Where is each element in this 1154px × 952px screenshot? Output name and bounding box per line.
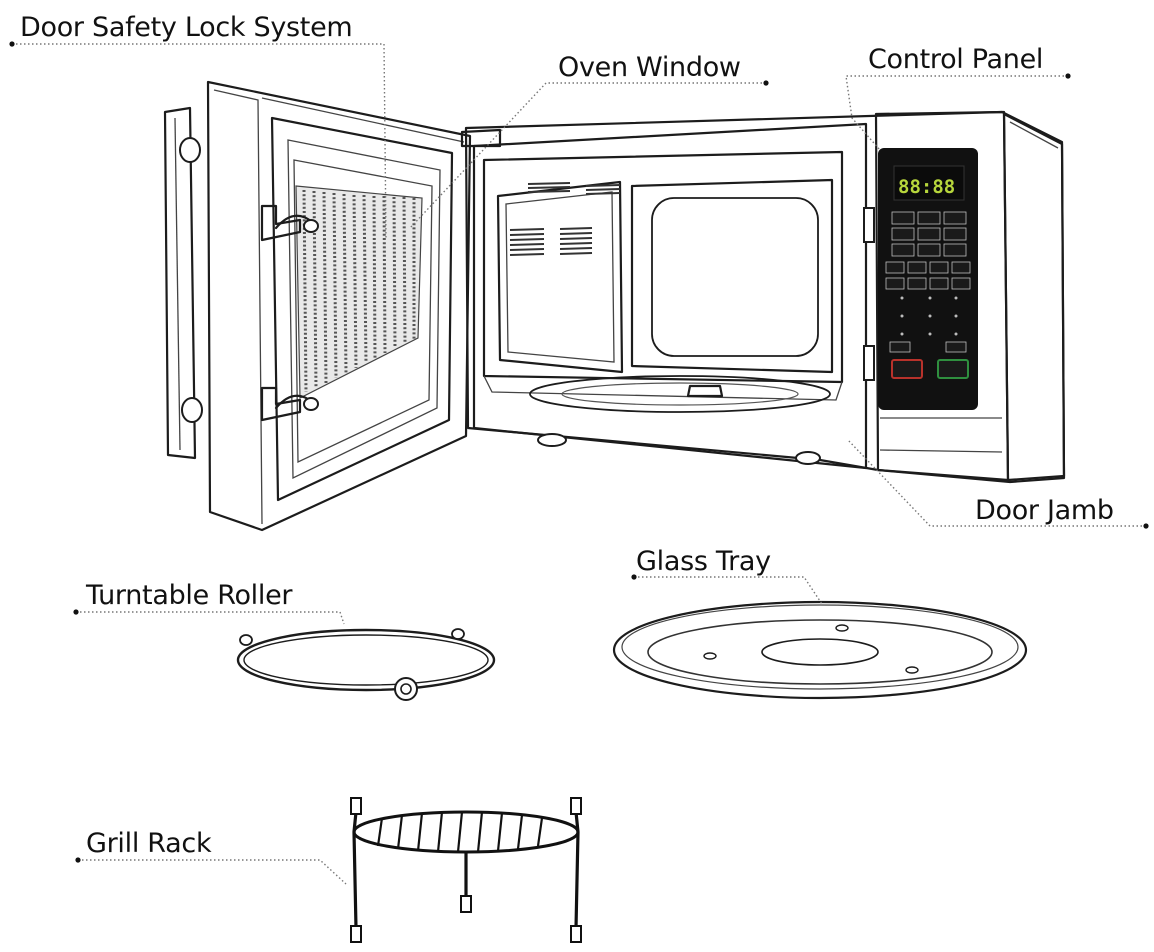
control-panel-housing: [874, 110, 1010, 482]
label-door-safety-lock-system: Door Safety Lock System: [20, 12, 353, 43]
glass-tray: [612, 600, 1028, 700]
label-oven-window: Oven Window: [558, 52, 741, 83]
door-handle: [163, 106, 197, 460]
panel-number-keys: [900, 296, 958, 336]
label-door-jamb: Door Jamb: [975, 495, 1114, 526]
oven-cavity: [482, 150, 844, 384]
label-grill-rack: Grill Rack: [86, 828, 212, 859]
door-body: [206, 80, 472, 532]
panel-keypad: [885, 211, 971, 290]
oven-vents: [509, 182, 621, 256]
door-lock-hooks: [260, 204, 319, 422]
oven-side-panel: [1002, 112, 1066, 482]
panel-display: [893, 165, 965, 201]
oven-door: [163, 80, 472, 532]
start-button: [937, 359, 969, 379]
door-mesh-window: [295, 185, 423, 399]
label-control-panel: Control Panel: [868, 44, 1044, 75]
control-panel: 88:88: [874, 110, 1010, 482]
door-inner-frame: [270, 116, 454, 502]
leader-lines: [9, 41, 1149, 885]
label-turntable-roller: Turntable Roller: [86, 580, 293, 611]
stop-clear-button: [891, 359, 923, 379]
display-readout: 88:88: [898, 176, 955, 198]
oven-cavity-frame: [472, 122, 868, 470]
turntable-roller: [236, 628, 496, 701]
grill-rack: [350, 797, 582, 943]
oven-body: [460, 110, 1066, 484]
label-glass-tray: Glass Tray: [636, 546, 771, 577]
